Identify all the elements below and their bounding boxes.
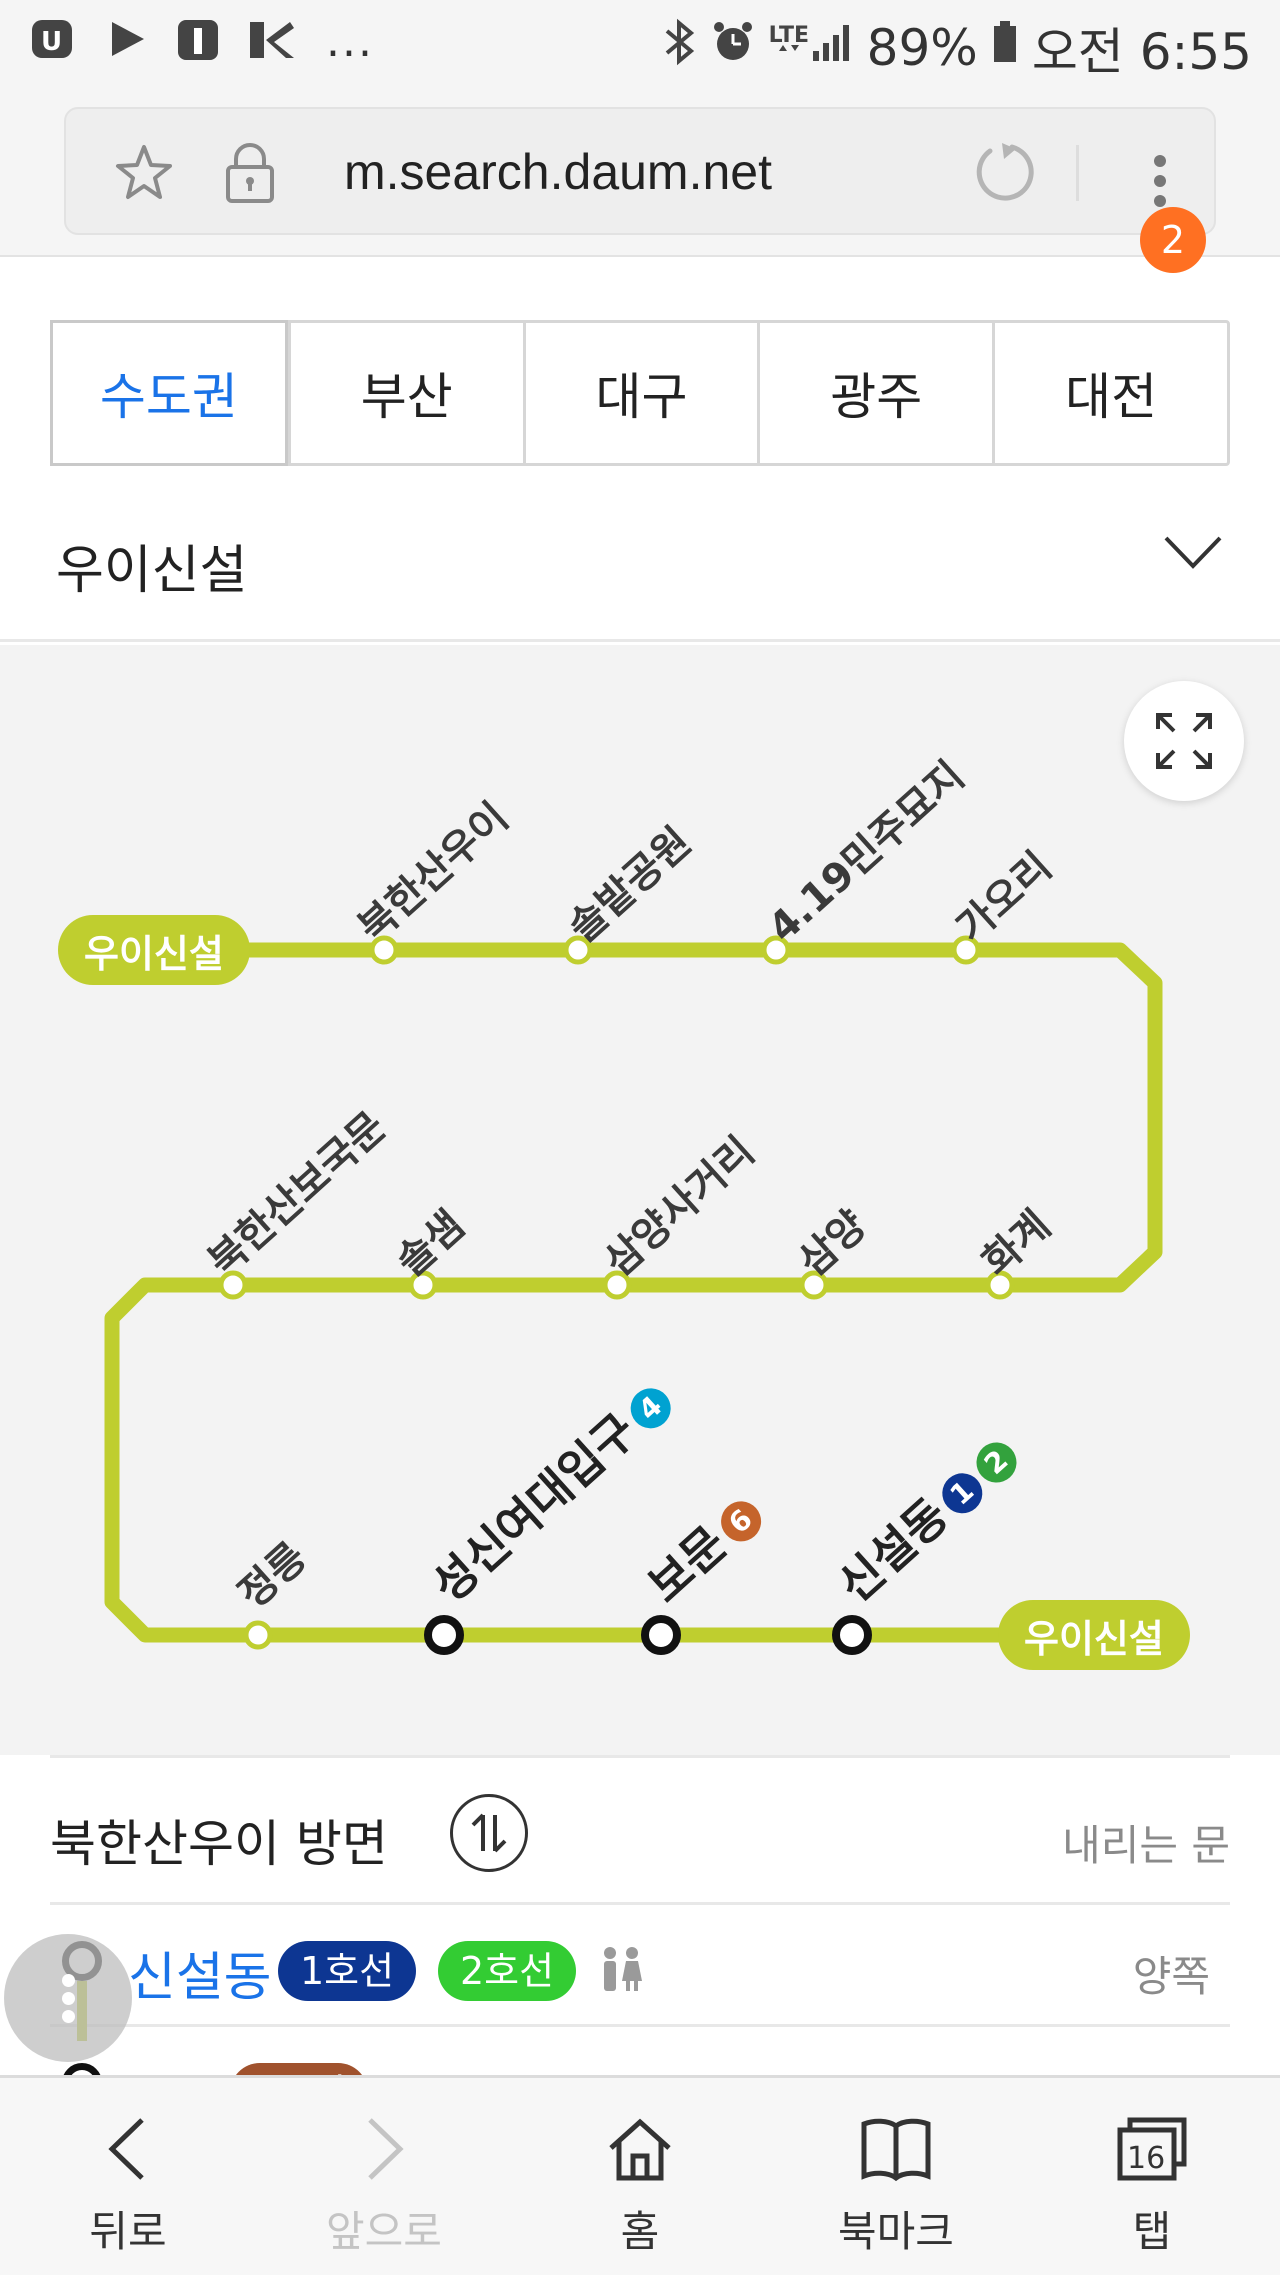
reload-icon[interactable] [972,139,1038,209]
station-stop-marker[interactable] [761,935,791,965]
station-stop-marker[interactable] [563,935,593,965]
exit-door-side: 오른쪽 [1094,2065,1210,2075]
svg-text:U: U [41,27,62,57]
line-route-svg [104,935,1163,1655]
forward-icon [368,2118,404,2180]
status-bar: U ... LTE 89% 오전 6:55 [0,0,1280,95]
lock-icon[interactable] [222,139,278,211]
restroom-icon [596,1945,646,1999]
list-item[interactable]: 신설동 1호선 2호선 양쪽 [50,1905,1230,2041]
nav-forward-label: 앞으로 [326,2207,442,2256]
nav-home[interactable]: 홈 [512,2078,768,2275]
more-notifications: ... [326,15,374,67]
line-2-badge: 2호선 [438,1941,577,2001]
subway-line-map: 우이신설 우이신설 북한산우이 솔밭공원 4.19민주묘지 가오리 북한산보국문… [0,645,1280,1755]
lte-signal-icon: LTE [769,17,853,79]
station-stop-marker[interactable] [218,1270,248,1300]
status-bar-notifications: U ... [30,14,374,68]
toolbar-divider [1076,145,1079,201]
alarm-icon [711,17,755,79]
network-type: LTE [768,23,810,48]
app-notification-icon: U [30,14,80,68]
line-6-badge: 6호선 [230,2063,369,2075]
battery-percent: 89% [866,19,978,77]
station-stop-marker[interactable] [408,1270,438,1300]
station-dot [62,2063,102,2075]
k-app-icon [248,14,298,68]
swap-arrows-icon [471,1813,507,1853]
station-stop-marker[interactable] [369,935,399,965]
floating-menu-button[interactable] [4,1934,132,2062]
selected-line-name: 우이신설 [56,541,248,601]
browser-bottom-nav: 뒤로 앞으로 홈 북마크 16 탭 [0,2075,1280,2275]
list-item[interactable]: 보문 6호선 오른쪽 [50,2027,1230,2075]
station-stop-marker[interactable] [799,1270,829,1300]
play-icon [108,14,148,68]
direction-header: 북한산우이 방면 내리는 문 [50,1755,1230,1905]
station-stop-marker[interactable] [602,1270,632,1300]
line-end-terminal: 우이신설 [998,1600,1190,1670]
nav-forward[interactable]: 앞으로 [256,2078,512,2275]
tab-busan[interactable]: 부산 [287,323,523,463]
nav-tabs-label: 탭 [1132,2207,1172,2256]
transfer-station-marker[interactable] [832,1615,872,1655]
address-bar[interactable]: m.search.daum.net [64,107,1216,235]
exit-door-side: 양쪽 [1132,1952,1210,2001]
bookmark-star-icon[interactable] [112,141,176,209]
station-stop-marker[interactable] [243,1620,273,1650]
nav-bookmarks[interactable]: 북마크 [768,2078,1024,2275]
line-selector[interactable]: 우이신설 [0,480,1280,642]
nav-home-label: 홈 [620,2207,660,2256]
bookmark-icon [861,2118,931,2182]
bluetooth-icon [663,17,697,79]
station-stop-marker[interactable] [951,935,981,965]
chevron-down-icon[interactable] [1162,532,1224,576]
tab-capital-area[interactable]: 수도권 [50,320,288,466]
tab-daegu[interactable]: 대구 [522,323,758,463]
status-bar-system: LTE 89% 오전 6:55 [663,12,1252,84]
line-1-badge: 1호선 [278,1941,417,2001]
more-menu-icon[interactable] [1130,133,1190,213]
station-stop-marker[interactable] [985,1270,1015,1300]
nav-tabs[interactable]: 16 탭 [1024,2078,1280,2275]
station-list: 신설동 1호선 2호선 양쪽 보문 6호선 오른쪽 [0,1905,1280,2075]
browser-toolbar: m.search.daum.net 2 [0,95,1280,273]
tab-gwangju[interactable]: 광주 [757,323,992,463]
expand-icon [1156,713,1212,769]
battery-icon [992,17,1018,79]
tab-daejeon[interactable]: 대전 [992,323,1227,463]
nav-back-label: 뒤로 [89,2207,167,2256]
line-start-terminal: 우이신설 [58,915,250,985]
back-icon [108,2118,144,2180]
notification-badge[interactable]: 2 [1140,207,1206,273]
info-app-icon [176,14,220,68]
nav-back[interactable]: 뒤로 [0,2078,256,2275]
transfer-station-marker[interactable] [424,1615,464,1655]
nav-bookmarks-label: 북마크 [838,2207,954,2256]
station-name[interactable]: 보문 [128,2057,224,2075]
direction-title: 북한산우이 방면 [50,1815,388,1873]
tabs-icon: 16 [1117,2117,1187,2181]
swap-direction-button[interactable] [450,1794,528,1872]
station-name[interactable]: 신설동 [128,1948,272,2008]
url-text[interactable]: m.search.daum.net [344,144,772,200]
exit-door-header: 내리는 문 [1062,1821,1230,1870]
region-tabs: 수도권 부산 대구 광주 대전 [50,320,1230,466]
clock: 오전 6:55 [1031,23,1252,81]
tab-count: 16 [1127,2141,1165,2176]
expand-map-button[interactable] [1124,681,1244,801]
home-icon [609,2118,671,2181]
transfer-station-marker[interactable] [641,1615,681,1655]
